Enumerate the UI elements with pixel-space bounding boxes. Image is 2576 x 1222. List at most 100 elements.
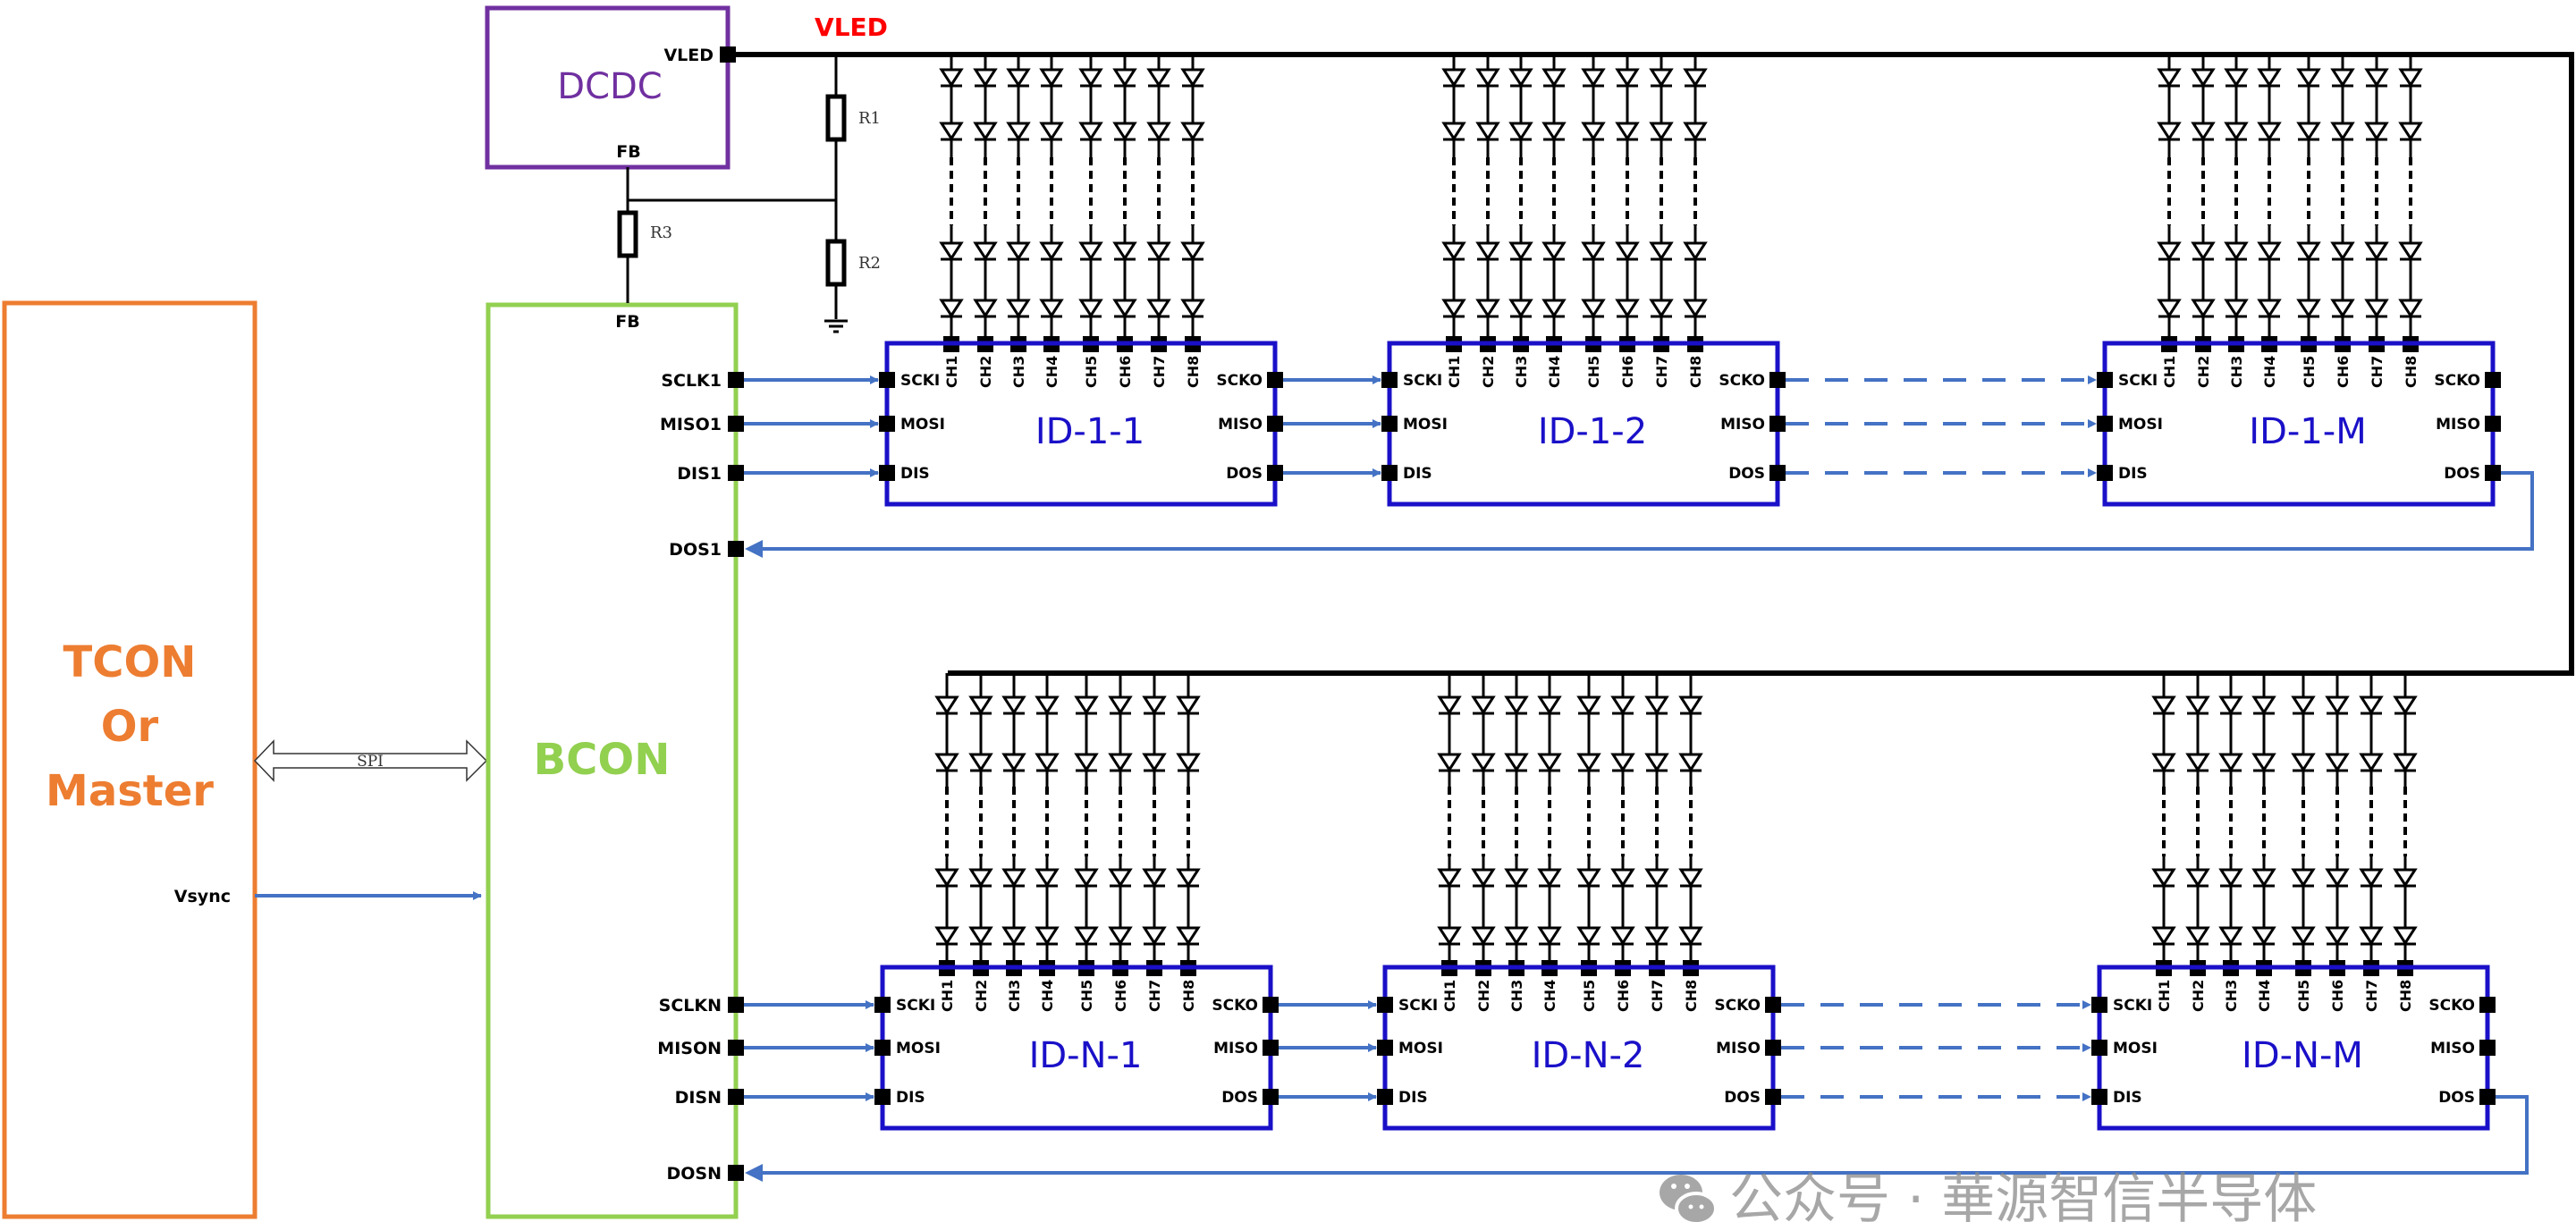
channel-pin-label: CH2 [977, 356, 994, 388]
led-diode-icon [2157, 122, 2182, 141]
led-diode-icon [1146, 122, 1171, 141]
chip-output-pin-label: DOS [1724, 1089, 1761, 1107]
dcdc-block: DCDC VLED FB [485, 5, 736, 170]
led-diode-icon [2251, 868, 2276, 888]
chip-input-pin [879, 372, 895, 388]
led-diode-icon [2291, 926, 2316, 946]
chip-name: ID-N-2 [1532, 1035, 1645, 1076]
dos-return-arrowhead [745, 540, 763, 558]
led-string [1581, 55, 1606, 352]
channel-pin-label: CH7 [2369, 356, 2386, 388]
led-diode-icon [1581, 299, 1606, 318]
chip-input-pin [1377, 997, 1393, 1013]
led-diode-icon [2364, 68, 2389, 88]
led-diode-icon [1615, 68, 1640, 88]
chip-input-pin-label: MOSI [1403, 416, 1448, 434]
led-diode-icon [1644, 868, 1669, 888]
channel-pin-label: CH1 [1441, 980, 1458, 1012]
channel-pin-label: CH5 [1078, 980, 1095, 1012]
led-diode-icon [1508, 299, 1533, 318]
led-diode-icon [1615, 241, 1640, 261]
chip-input-pin [2097, 465, 2113, 481]
led-diode-icon [1615, 122, 1640, 141]
bcon-pin [728, 997, 744, 1013]
channel-pin-label: CH6 [2335, 356, 2352, 388]
led-diode-icon [1683, 122, 1708, 141]
led-diode-icon [2330, 122, 2355, 141]
led-diode-icon [2191, 241, 2216, 261]
led-diode-icon [1078, 68, 1103, 88]
led-diode-icon [2151, 753, 2176, 772]
led-diode-icon [1112, 241, 1137, 261]
bcon-pin-label: DOSN [666, 1164, 722, 1184]
led-diode-icon [1610, 753, 1635, 772]
led-string [2191, 55, 2216, 352]
led-diode-icon [1039, 68, 1064, 88]
led-diode-icon [2185, 695, 2210, 715]
led-diode-icon [1035, 695, 1060, 715]
channel-pin-label: CH3 [2228, 356, 2245, 388]
chip-output-pin [1263, 997, 1279, 1013]
channel-pin-label: CH5 [1581, 980, 1598, 1012]
led-diode-icon [2296, 299, 2321, 318]
dos-return-line [759, 1095, 2529, 1175]
chip-name: ID-N-M [2242, 1035, 2363, 1076]
led-diode-icon [2291, 695, 2316, 715]
led-diode-icon [939, 241, 964, 261]
led-string [1180, 55, 1205, 352]
led-diode-icon [2359, 926, 2384, 946]
led-diode-icon [1108, 695, 1133, 715]
led-string [1471, 673, 1496, 976]
bcon-pin [728, 1165, 744, 1181]
chip-output-pin [1769, 372, 1786, 388]
led-diode-icon [1471, 868, 1496, 888]
led-diode-icon [1471, 695, 1496, 715]
channel-pin-label: CH8 [2403, 356, 2420, 388]
led-diode-icon [1001, 695, 1026, 715]
led-diode-icon [1001, 868, 1026, 888]
led-diode-icon [1142, 695, 1167, 715]
channel-pin-label: CH6 [2329, 980, 2346, 1012]
resistor-r3 [617, 210, 638, 258]
led-diode-icon [934, 753, 959, 772]
led-diode-icon [1581, 122, 1606, 141]
bcon-pin [728, 416, 744, 432]
bcon-pin-label: SCLK1 [661, 371, 722, 391]
led-string [1078, 55, 1103, 352]
led-diode-icon [2224, 122, 2249, 141]
led-diode-icon [1001, 753, 1026, 772]
led-diode-icon [1039, 122, 1064, 141]
led-diode-icon [1074, 753, 1099, 772]
led-diode-icon [934, 868, 959, 888]
led-diode-icon [1180, 299, 1205, 318]
led-diode-icon [1475, 68, 1500, 88]
bcon-pin-label: DIS1 [677, 464, 722, 484]
led-diode-icon [934, 695, 959, 715]
led-diode-icon [1112, 299, 1137, 318]
channel-pin-label: CH1 [943, 356, 960, 388]
led-diode-icon [2330, 68, 2355, 88]
led-diode-icon [2398, 122, 2423, 141]
channel-pin-label: CH4 [1546, 356, 1563, 388]
led-diode-icon [1576, 695, 1601, 715]
channel-pin-label: CH2 [1475, 980, 1492, 1012]
led-diode-icon [1180, 68, 1205, 88]
led-diode-icon [2393, 926, 2418, 946]
chip-input-pin [1377, 1089, 1393, 1105]
led-diode-icon [1142, 753, 1167, 772]
chip-output-pin-label: MISO [1218, 416, 1263, 434]
led-diode-icon [1644, 695, 1669, 715]
led-diode-icon [1508, 68, 1533, 88]
led-string [2291, 673, 2316, 976]
chip-input-pin-label: MOSI [1398, 1040, 1443, 1058]
chip-output-pin [2485, 372, 2501, 388]
wechat-icon [1660, 1175, 1718, 1222]
led-diode-icon [2218, 926, 2243, 946]
chip-input-pin-label: DIS [1398, 1089, 1428, 1107]
led-diode-icon [1610, 695, 1635, 715]
channel-pin-label: CH7 [1151, 356, 1168, 388]
led-string [1537, 673, 1562, 976]
led-diode-icon [2224, 299, 2249, 318]
chip-output-pin [2479, 997, 2496, 1013]
chip-output-pin [1263, 1089, 1279, 1105]
